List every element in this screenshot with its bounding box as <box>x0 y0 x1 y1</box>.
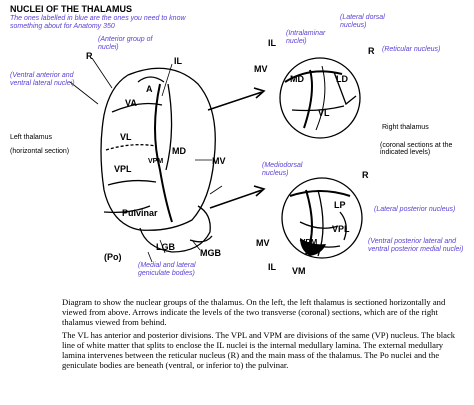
label-lgb: LGB <box>156 242 175 252</box>
label-po: (Po) <box>104 252 122 262</box>
pulvinar-outline <box>139 205 211 253</box>
caption-left-thalamus: Left thalamus <box>10 134 53 141</box>
label-vpm-bottom: VPM <box>300 238 318 247</box>
note-geniculate: (Medial and lateral geniculate bodies) <box>138 262 196 277</box>
caption-left-sub: (horizontal section) <box>10 148 70 155</box>
subtitle: The ones labelled in blue are the ones y… <box>10 15 186 30</box>
note-anterior-group: (Anterior group of nuclei) <box>98 36 153 51</box>
label-il-bottom: IL <box>268 262 276 272</box>
label-vm: VM <box>292 266 306 276</box>
caption-paragraph-2: The VL has anterior and posterior divisi… <box>62 329 456 371</box>
label-ld: LD <box>336 74 348 84</box>
label-vpl-bottom: VPL <box>332 224 350 234</box>
note-intralaminar: (Intralaminar nuclei) <box>286 30 326 45</box>
geniculate-outline <box>189 235 213 243</box>
note-ventral-posterior: (Ventral posterior lateral and ventral p… <box>368 238 464 253</box>
label-vpm: VPM <box>148 158 164 165</box>
caption-paragraph-1: Diagram to show the nuclear groups of th… <box>62 297 446 328</box>
caption-right-thalamus: Right thalamus <box>382 124 429 131</box>
label-va: VA <box>125 98 137 108</box>
note-lateral-posterior: (Lateral posterior nucleus) <box>374 206 456 213</box>
label-mgb: MGB <box>200 248 221 258</box>
label-mv-top: MV <box>254 64 268 74</box>
bottom-section-outline <box>281 177 363 259</box>
label-vpl: VPL <box>114 164 132 174</box>
label-r-left: R <box>86 51 93 61</box>
label-vl: VL <box>120 132 132 142</box>
note-ventral-anterior: (Ventral anterior and ventral lateral nu… <box>10 72 75 87</box>
label-mv-bottom: MV <box>256 238 270 248</box>
caption-right-sub: (coronal sections at the indicated level… <box>380 142 453 156</box>
label-mv-left: MV <box>212 156 226 166</box>
top-section-outline <box>279 57 361 139</box>
label-lp: LP <box>334 200 346 210</box>
note-reticular: (Reticular nucleus) <box>382 46 441 53</box>
note-lateral-dorsal: (Lateral dorsal nucleus) <box>340 14 385 29</box>
label-vl-top: VL <box>318 108 330 118</box>
label-a: A <box>146 84 153 94</box>
label-r-top: R <box>368 46 375 56</box>
label-md-top: MD <box>290 74 304 84</box>
label-pulvinar: Pulvinar <box>122 208 158 218</box>
label-il-top: IL <box>268 38 276 48</box>
label-il-left: IL <box>174 56 182 66</box>
page-title: NUCLEI OF THE THALAMUS <box>10 4 132 14</box>
note-mediodorsal: (Mediodorsal nucleus) <box>262 162 303 177</box>
label-r-bottom: R <box>362 170 369 180</box>
label-md: MD <box>172 146 186 156</box>
figure-caption: Diagram to show the nuclear groups of th… <box>62 297 467 372</box>
left-thalamus-outline <box>100 67 216 231</box>
